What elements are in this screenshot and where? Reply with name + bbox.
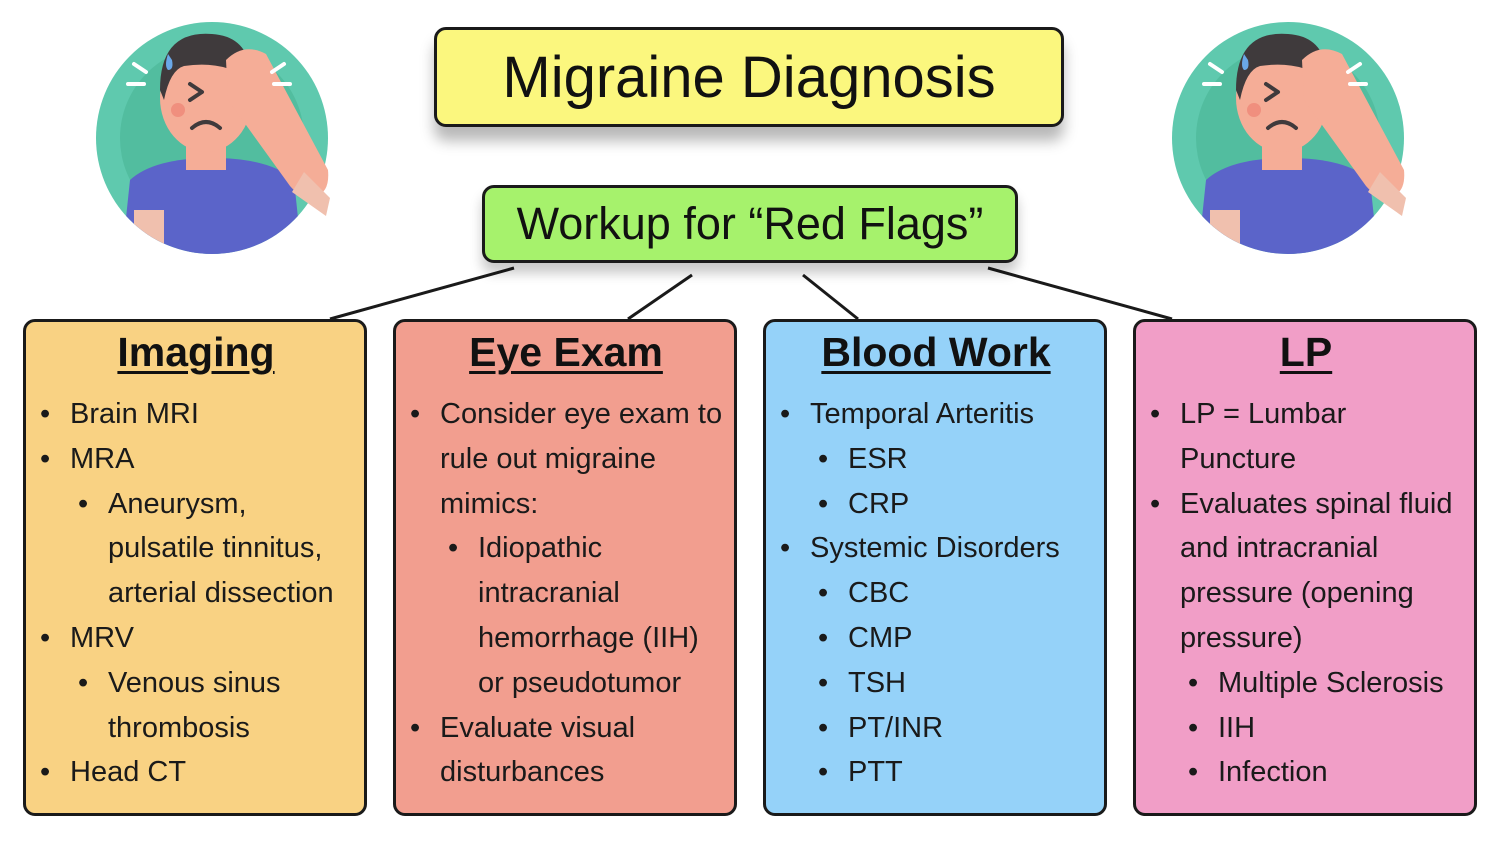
bullet-text: IIH — [1218, 711, 1256, 744]
column-heading: LP — [1279, 329, 1333, 375]
bullet-icon: • — [818, 487, 829, 520]
bullet-text: Head CT — [70, 756, 187, 789]
bullet-item: • Temporal Arteritis — [778, 392, 1094, 437]
bullet-list: • LP = Lumbar Puncture • Evaluates spinal f… — [1148, 392, 1464, 795]
connector-imaging — [329, 266, 515, 321]
bullet-item: • Systemic Disorders — [778, 526, 1094, 571]
bullet-text: Idiopathic intracranial hemorrhage (IIH)… — [478, 532, 699, 699]
column-eye-exam: Eye Exam • Consider eye exam to rule out … — [393, 319, 737, 816]
bullet-icon: • — [40, 756, 51, 789]
bullet-icon: • — [780, 532, 791, 565]
sub-bullet-item: • IIH — [1148, 706, 1464, 751]
sub-bullet-item: • PT/INR — [778, 706, 1094, 751]
column-heading: Imaging — [117, 329, 275, 375]
bullet-icon: • — [1188, 756, 1199, 789]
sub-bullet-item: • TSH — [778, 661, 1094, 706]
bullet-text: TSH — [848, 666, 906, 699]
title-box: Migraine Diagnosis — [434, 27, 1064, 127]
sub-bullet-item: • Aneurysm, pulsatile tinnitus, arterial … — [38, 482, 354, 616]
sub-bullet-item: • PTT — [778, 750, 1094, 795]
bullet-text: PT/INR — [848, 711, 944, 744]
column-heading: Eye Exam — [469, 329, 663, 375]
bullet-icon: • — [78, 487, 89, 520]
bullet-text: Venous sinus thrombosis — [108, 666, 281, 744]
bullet-list: • Brain MRI • MRA • Aneurysm, pulsatile tinni… — [38, 392, 354, 795]
column-lp: LP • LP = Lumbar Puncture • Evaluates spina… — [1133, 319, 1477, 816]
sub-bullet-item: • CMP — [778, 616, 1094, 661]
bullet-icon: • — [410, 398, 421, 430]
bullet-item: • Head CT — [38, 750, 354, 795]
bullet-item: • LP = Lumbar Puncture — [1148, 392, 1464, 482]
sub-bullet-item: • Infection — [1148, 750, 1464, 795]
headache-person-icon — [96, 22, 330, 254]
bullet-icon: • — [818, 711, 829, 744]
bullet-text: MRV — [70, 621, 134, 654]
bullet-icon: • — [1150, 398, 1161, 430]
connector-lp — [987, 266, 1173, 321]
bullet-icon: • — [40, 621, 51, 654]
sub-bullet-item: • CBC — [778, 571, 1094, 616]
bullet-text: Evaluate visual disturbances — [440, 711, 636, 789]
bullet-text: Multiple Sclerosis — [1218, 666, 1444, 699]
bullet-icon: • — [780, 398, 791, 430]
sub-bullet-item: • CRP — [778, 482, 1094, 527]
connector-eye-exam — [627, 273, 693, 321]
bullet-item: • Consider eye exam to rule out migraine … — [408, 392, 724, 526]
bullet-icon: • — [1150, 487, 1161, 520]
bullet-icon: • — [40, 442, 51, 475]
connector-blood-work — [802, 273, 859, 321]
bullet-icon: • — [818, 442, 829, 475]
bullet-text: Systemic Disorders — [810, 532, 1060, 565]
bullet-text: ESR — [848, 442, 908, 475]
bullet-icon: • — [410, 711, 421, 744]
bullet-text: Temporal Arteritis — [810, 398, 1035, 430]
bullet-icon: • — [818, 756, 829, 789]
column-heading: Blood Work — [821, 329, 1051, 375]
bullet-icon: • — [40, 398, 51, 430]
bullet-icon: • — [818, 621, 829, 654]
bullet-list: • Temporal Arteritis • ESR • CRP • Systemic Dis… — [778, 392, 1094, 795]
column-imaging: Imaging • Brain MRI • MRA • Aneurysm, pulsati… — [23, 319, 367, 816]
bullet-icon: • — [818, 577, 829, 610]
bullet-text: CBC — [848, 577, 910, 610]
sub-bullet-item: • Venous sinus thrombosis — [38, 661, 354, 751]
bullet-text: Consider eye exam to rule out migraine m… — [440, 398, 723, 520]
bullet-icon: • — [818, 666, 829, 699]
bullet-item: • Evaluates spinal fluid and intracranial… — [1148, 482, 1464, 661]
bullet-text: Brain MRI — [70, 398, 199, 430]
bullet-icon: • — [78, 666, 89, 699]
column-blood-work: Blood Work • Temporal Arteritis • ESR • CRP • S… — [763, 319, 1107, 816]
sub-bullet-item: • Idiopathic intracranial hemorrhage (IIH… — [408, 526, 724, 705]
bullet-text: Evaluates spinal fluid and intracranial … — [1180, 487, 1453, 654]
bullet-text: LP = Lumbar Puncture — [1180, 398, 1347, 475]
bullet-icon: • — [448, 532, 459, 565]
bullet-text: MRA — [70, 442, 135, 475]
bullet-item: • MRA — [38, 437, 354, 482]
sub-bullet-item: • ESR — [778, 437, 1094, 482]
bullet-text: Aneurysm, pulsatile tinnitus, arterial d… — [108, 487, 334, 610]
bullet-item: • MRV — [38, 616, 354, 661]
bullet-list: • Consider eye exam to rule out migraine … — [408, 392, 724, 795]
bullet-item: • Evaluate visual disturbances — [408, 706, 724, 796]
page-title: Migraine Diagnosis — [502, 44, 996, 110]
page-subtitle: Workup for “Red Flags” — [516, 198, 984, 249]
bullet-item: • Brain MRI — [38, 392, 354, 437]
subtitle-box: Workup for “Red Flags” — [482, 185, 1018, 263]
sub-bullet-item: • Multiple Sclerosis — [1148, 661, 1464, 706]
bullet-text: CRP — [848, 487, 910, 520]
bullet-icon: • — [1188, 666, 1199, 699]
bullet-text: Infection — [1218, 756, 1328, 789]
bullet-text: CMP — [848, 621, 913, 654]
headache-person-icon — [1172, 22, 1406, 254]
bullet-icon: • — [1188, 711, 1199, 744]
bullet-text: PTT — [848, 756, 903, 789]
